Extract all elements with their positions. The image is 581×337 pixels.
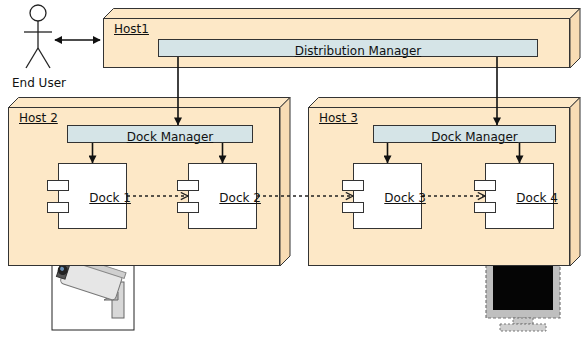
control-arrow [222, 143, 224, 163]
control-arrow [177, 57, 179, 125]
control-arrow [92, 143, 94, 163]
data-stream-arrow [257, 195, 353, 196]
host-label: Host 2 [19, 111, 58, 125]
host-box: Host1Distribution Manager [103, 18, 570, 68]
manager-label: Distribution Manager [295, 44, 421, 58]
dock-label: Dock 2 [219, 192, 257, 206]
component-tab [342, 202, 364, 213]
dock-component: Dock 2 [188, 163, 257, 229]
dock-label: Dock 3 [384, 192, 422, 206]
manager-box: Distribution Manager [158, 39, 538, 57]
host-label: Host1 [114, 22, 149, 36]
component-tab [342, 180, 364, 191]
host-label: Host 3 [319, 111, 358, 125]
host-box: Host 3 Dock ManagerDock 3 Dock 4 [308, 107, 570, 266]
data-stream-arrow [127, 195, 188, 196]
manager-label: Dock Manager [127, 130, 214, 144]
host-box: Host 2 Dock ManagerDock 1 Dock 2 [8, 107, 280, 266]
actor-label: End User [8, 76, 70, 90]
monitor-icon [486, 256, 560, 331]
manager-label: Dock Manager [431, 130, 518, 144]
control-arrow [519, 143, 521, 163]
user-figure [24, 5, 52, 68]
component-tab [474, 180, 496, 191]
dock-label: Dock 4 [516, 192, 554, 206]
dock-component: Dock 1 [58, 163, 127, 229]
manager-box: Dock Manager [67, 125, 253, 143]
component-tab [177, 202, 199, 213]
data-stream-arrow [422, 195, 485, 196]
control-arrow [387, 143, 389, 163]
component-tab [47, 202, 69, 213]
component-tab [47, 180, 69, 191]
component-tab [474, 202, 496, 213]
dock-label: Dock 1 [89, 192, 127, 206]
dock-component: Dock 4 [485, 163, 554, 229]
control-arrow [496, 57, 498, 125]
user-link [55, 39, 100, 41]
manager-box: Dock Manager [373, 125, 556, 143]
component-tab [177, 180, 199, 191]
dock-component: Dock 3 [353, 163, 422, 229]
